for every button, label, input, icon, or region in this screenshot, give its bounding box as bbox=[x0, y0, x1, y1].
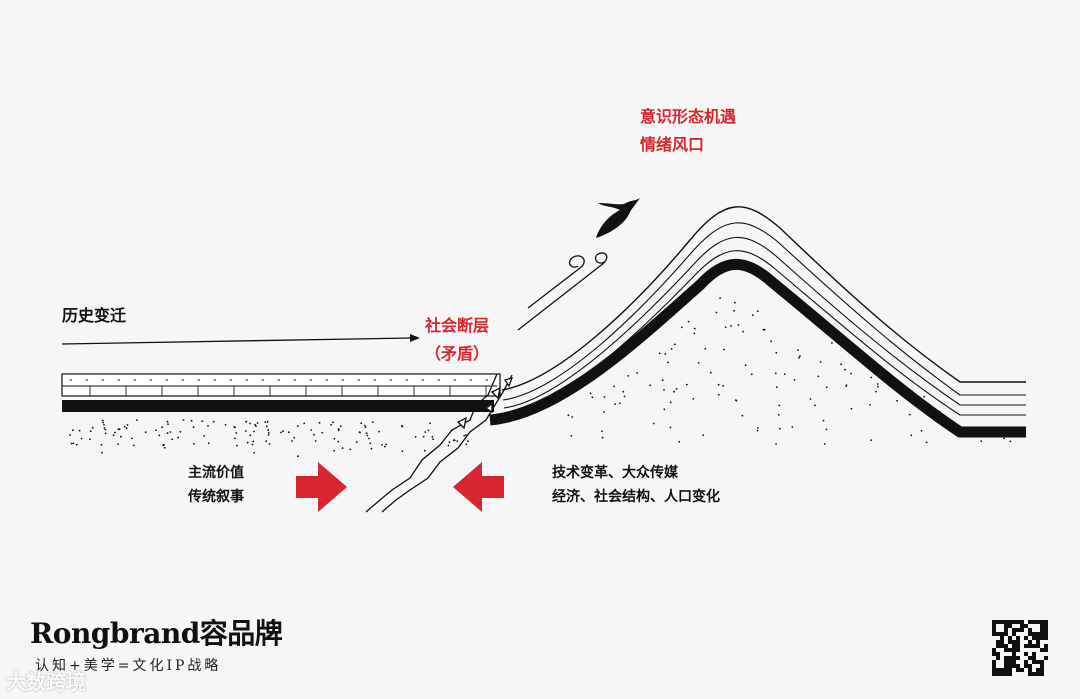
right-force-line1: 技术变革、大众传媒 bbox=[552, 465, 678, 481]
right-force-label: 技术变革、大众传媒 经济、社会结构、人口变化 bbox=[552, 461, 720, 509]
left-bedrock bbox=[62, 400, 494, 412]
social-fault-label: 社会断层 （矛盾） bbox=[425, 312, 489, 368]
brand-tagline: 认知+美学=文化IP战略 bbox=[35, 658, 222, 674]
brand-logo-text: Rongbrand容品牌 bbox=[30, 617, 283, 650]
soil-dots-mountain bbox=[565, 297, 1012, 445]
history-label: 历史变迁 bbox=[62, 306, 127, 325]
mountain-bedrock bbox=[489, 258, 1026, 438]
ideology-opportunity-line2: 情绪风口 bbox=[640, 135, 705, 154]
arrow-left-icon bbox=[453, 462, 504, 512]
watermark: 大数跨境 bbox=[6, 670, 86, 694]
right-force-line2: 经济、社会结构、人口变化 bbox=[552, 489, 720, 505]
left-force-line2: 传统叙事 bbox=[188, 489, 244, 505]
mountain-strata bbox=[489, 206, 1026, 438]
qr-code-icon bbox=[992, 620, 1048, 676]
left-strata bbox=[61, 373, 501, 412]
history-arrow bbox=[61, 334, 420, 345]
left-force-label: 主流价值 传统叙事 bbox=[188, 461, 244, 509]
ideology-opportunity-label: 意识形态机遇 情绪风口 bbox=[640, 103, 736, 159]
bird-icon bbox=[596, 198, 640, 238]
soil-dots-left bbox=[69, 419, 469, 458]
ideology-opportunity-line1: 意识形态机遇 bbox=[640, 107, 737, 126]
social-fault-title: 社会断层 bbox=[425, 316, 490, 335]
left-force-line1: 主流价值 bbox=[188, 465, 244, 481]
social-fault-subtitle: （矛盾） bbox=[425, 344, 490, 363]
arrow-right-icon bbox=[296, 462, 347, 512]
fault-crack bbox=[365, 373, 514, 513]
wind-icon bbox=[517, 252, 608, 331]
